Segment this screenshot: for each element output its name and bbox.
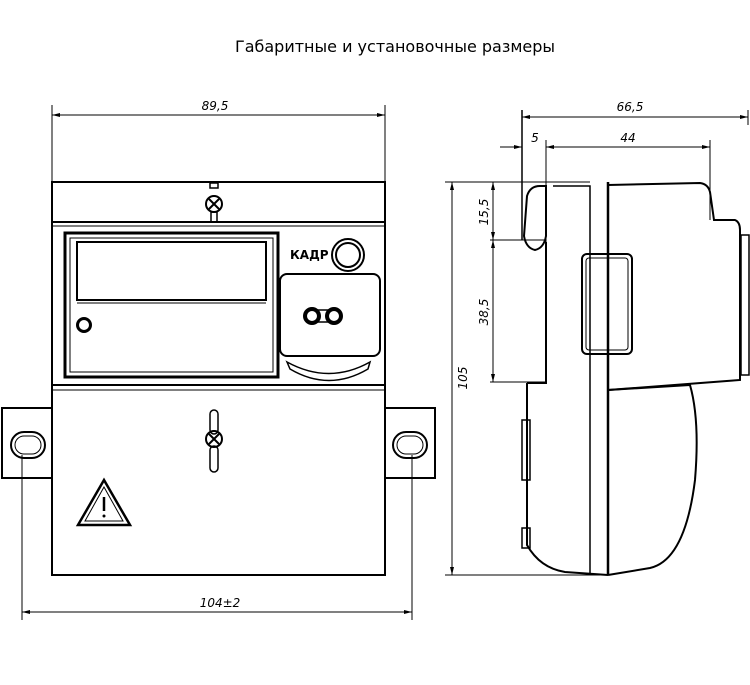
front-view: 89,5 КАДР xyxy=(1,99,436,620)
rail-dim-label: 38,5 xyxy=(477,299,491,326)
right-mounting-tab xyxy=(385,407,436,479)
mount-dimension: 104±2 xyxy=(21,455,413,620)
width-dimension: 89,5 xyxy=(51,99,386,182)
din-clip xyxy=(522,185,547,252)
warning-icon xyxy=(75,477,133,527)
width-dim-label: 89,5 xyxy=(202,99,229,113)
window-latch xyxy=(285,360,372,382)
body-depth-dim-label: 44 xyxy=(620,131,635,145)
top-dim-label: 15,5 xyxy=(477,199,491,226)
offset-dim-label: 5 xyxy=(531,131,539,145)
mount-dim-label: 104±2 xyxy=(200,596,241,610)
side-view: 66,5 5 44 105 15,5 38,5 xyxy=(445,100,750,576)
side-window xyxy=(581,253,633,355)
terminal-cover-side xyxy=(607,383,698,576)
optical-port-left-icon xyxy=(303,307,321,325)
drawing-title: Габаритные и установочные размеры xyxy=(235,37,555,56)
meter-side-body xyxy=(607,181,741,391)
indicator-led-icon xyxy=(76,317,92,333)
depth-dim-label: 66,5 xyxy=(617,100,644,114)
optical-port-right-icon xyxy=(325,307,343,325)
meter-body xyxy=(51,181,386,576)
left-mounting-tab xyxy=(1,407,52,479)
height-dim-label: 105 xyxy=(456,367,470,390)
optical-port xyxy=(279,273,381,357)
lcd-screen xyxy=(76,241,267,301)
display-window xyxy=(63,231,280,379)
kadr-button[interactable] xyxy=(331,238,365,272)
seal-marker xyxy=(209,182,219,189)
kadr-label: КАДР xyxy=(290,248,329,262)
terminal-cover-screw-icon xyxy=(205,430,223,448)
